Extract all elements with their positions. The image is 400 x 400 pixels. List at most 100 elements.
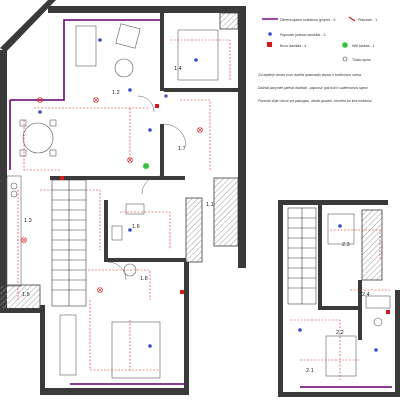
ground-floor-furniture: [6, 23, 219, 379]
upper-bed: [327, 213, 355, 245]
bed-ground: [177, 29, 219, 81]
lamp-icon: [38, 110, 42, 114]
dining-chair-2: [49, 119, 57, 127]
wall-bath-west: [104, 200, 108, 260]
red-square-icon: [180, 290, 184, 294]
wall-bath-south: [104, 258, 186, 262]
upper-sink: [373, 317, 383, 327]
slanted-wall-north-west: [0, 0, 56, 52]
kitchen-hob-1: [10, 182, 18, 190]
upper-wall-south: [278, 392, 400, 397]
legend-entry: Buvo daviklia - 4: [280, 44, 306, 48]
dining-chair-4: [49, 149, 57, 157]
room-label: 1.6: [132, 224, 140, 230]
dining-chair-1: [19, 119, 27, 127]
room-label: 1.8: [140, 276, 148, 282]
wall-west: [0, 50, 7, 312]
room-label: 1.5: [22, 292, 30, 298]
lamp-icon: [298, 328, 302, 332]
room-label: 2.4: [362, 292, 370, 298]
red-square-icon: [60, 176, 64, 180]
upper-floor-furniture: [325, 213, 391, 377]
kitchen-counter: [6, 175, 22, 287]
upper-wall-inner-2: [320, 306, 360, 310]
wall-south-main: [40, 388, 188, 395]
room-label: 1.3: [24, 218, 32, 224]
room-label: 1.2: [112, 90, 120, 96]
room-label: 2.1: [306, 368, 314, 374]
purple-lamp-rail-top: [10, 19, 160, 101]
legend-entry: Dimeriuojamu sviestuvu grupes - 9: [280, 18, 335, 22]
upper-floor-walls: [278, 200, 400, 397]
lamp-icon: [148, 344, 152, 348]
ground-floor-circuits: [17, 39, 231, 371]
upper-floor-circuits: [290, 229, 390, 380]
upper-wall-inner-3: [358, 280, 362, 340]
blue-dot-icon: [268, 32, 272, 36]
ground-floor-walls: [0, 0, 246, 395]
wall-north: [48, 6, 240, 13]
lamp-icon: [128, 88, 132, 92]
note-line: 2/4 laiptinje vienas buvo davklis aplama…: [257, 73, 362, 77]
ground-room-labels: 1.2 1.4 1.1 1.3 1.5 1.6 1.7 1.8: [22, 66, 214, 298]
room-label: 1.7: [178, 146, 186, 152]
hatched-column: [185, 197, 203, 263]
upper-lamp-fixtures: [298, 224, 378, 352]
lamp-icon: [148, 128, 152, 132]
hatched-block-left: [0, 284, 41, 310]
upper-wall-west: [278, 200, 283, 395]
blue-motion-sensor-icon: [164, 94, 168, 98]
plant-1: [123, 263, 137, 277]
wall-bottom-left-west: [40, 305, 45, 395]
upper-floor-plan: 2.3 2.4 2.2 2.1: [278, 200, 400, 397]
wall-bedroom-right: [184, 262, 189, 395]
wifi-point-icon: [143, 163, 149, 169]
lamp-fixtures: [38, 38, 198, 348]
hatched-chimney-top: [219, 12, 239, 30]
legend-entry: Wifi taskas - 1: [352, 44, 375, 48]
lamp-icon: [374, 348, 378, 352]
legend-panel: Dimeriuojamu sviestuvu grupes - 9 Planos…: [257, 16, 377, 103]
red-square-icon: [155, 104, 159, 108]
staircase-ground: [51, 179, 87, 307]
room-label: 1.1: [206, 202, 214, 208]
bed-bottom: [111, 321, 161, 379]
lamp-icon: [98, 38, 102, 42]
door-swings: [107, 95, 187, 281]
mini-circle-icon: [342, 56, 348, 62]
upper-wall-north: [278, 200, 388, 205]
staircase-upper: [287, 207, 317, 305]
room-label: 2.3: [342, 242, 350, 248]
wall-inner-bedroom: [160, 13, 164, 91]
lamp-icon: [128, 228, 132, 232]
upper-wall-east: [395, 290, 400, 395]
wall-inner-bedroom-south: [164, 88, 238, 92]
note-line: Daliniai pazymeti judesio davikliai - pa…: [258, 86, 368, 90]
wall-stair-north: [50, 176, 185, 180]
legend-entry: Planoste - 1: [358, 18, 377, 22]
red-square-icon: [386, 310, 390, 314]
lamp-icon: [338, 224, 342, 228]
hatched-shaft-right: [213, 177, 239, 247]
bath-toilet: [111, 225, 123, 241]
upper-bath: [365, 295, 391, 309]
ground-floor-plan: 1.2 1.4 1.1 1.3 1.5 1.6 1.7 1.8: [0, 0, 246, 395]
legend-entry: Papuosti judesio davikliai - 3: [280, 33, 325, 37]
red-mark-icon: [348, 16, 356, 22]
wall-east: [238, 6, 246, 268]
bath-sink: [125, 203, 145, 215]
ceiling-light-marks: [21, 97, 203, 293]
kitchen-hob-2: [10, 190, 18, 198]
note-line: Planoste skije visose yra pakuigiau, atr…: [258, 99, 372, 103]
wall-south-left: [0, 308, 40, 313]
red-square-icon: [267, 42, 272, 47]
upper-room-labels: 2.3 2.4 2.2 2.1: [306, 242, 370, 374]
upper-bed-2: [325, 335, 357, 377]
legend-entry: Tinklo sprta: [352, 58, 370, 62]
room-label: 2.2: [336, 330, 344, 336]
upper-hatched-shaft: [361, 209, 383, 281]
dining-table: [22, 122, 54, 154]
green-dot-icon: [342, 42, 348, 48]
wardrobe: [59, 314, 77, 376]
wall-corridor: [160, 124, 164, 176]
